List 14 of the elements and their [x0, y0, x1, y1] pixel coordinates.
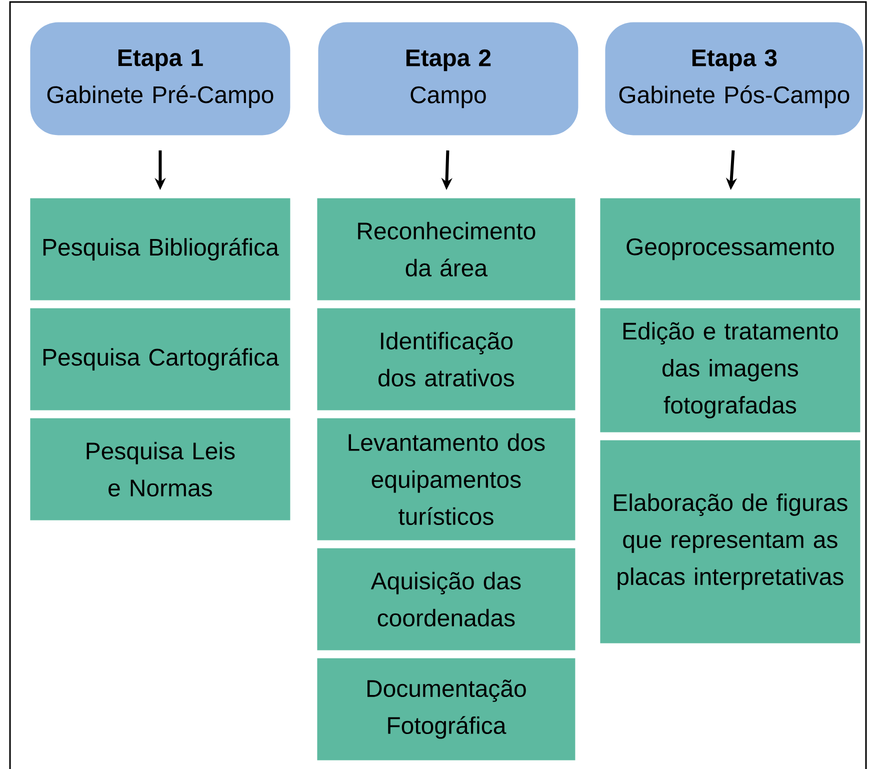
step-box: Pesquisa Cartográfica: [30, 308, 290, 410]
step-box: Documentação Fotográfica: [317, 658, 576, 760]
step-box: Identificação dos atrativos: [317, 308, 576, 410]
step-box: Pesquisa Bibliográfica: [30, 198, 290, 300]
stage-box: Etapa 2 Campo: [318, 22, 578, 136]
step-box: Edição e tratamento das imagens fotografadas: [600, 308, 860, 432]
step-box: Pesquisa Leis e Normas: [30, 418, 290, 520]
step-box: Reconhecimento da área: [317, 198, 576, 300]
stage-box: Etapa 3 Gabinete Pós-Campo: [605, 22, 864, 136]
stage-box: Etapa 1 Gabinete Pré-Campo: [30, 22, 290, 136]
step-box: Elaboração de figuras que representam as placas interpretativas: [600, 440, 860, 644]
step-box: Levantamento dos equipamentos turísticos: [317, 418, 576, 540]
step-box: Geoprocessamento: [600, 198, 860, 300]
step-box: Aquisição das coordenadas: [317, 548, 576, 650]
